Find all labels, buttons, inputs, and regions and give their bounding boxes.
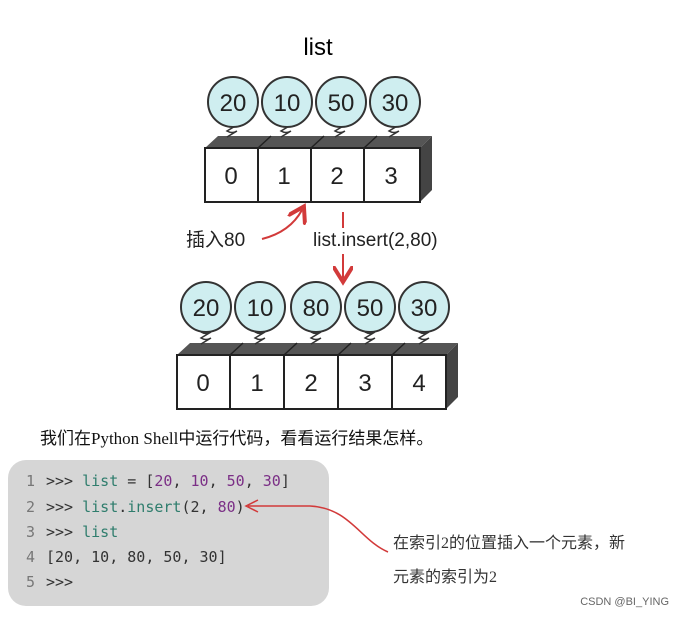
balloon-value: 10 [274, 90, 301, 117]
balloon [207, 76, 259, 128]
code-line: 5>>> [26, 573, 74, 591]
balloon [234, 281, 286, 333]
balloon [180, 281, 232, 333]
index-label: 3 [384, 163, 397, 190]
balloon [315, 76, 367, 128]
index-label: 2 [330, 163, 343, 190]
note-line-1: 在索引2的位置插入一个元素，新 [393, 535, 626, 552]
balloon-value: 50 [328, 90, 355, 117]
caption-text: 我们在Python Shell中运行代码，看看运行结果怎样。 [40, 429, 434, 448]
bottom-list: 20 10 80 50 30 0 1 2 3 4 [176, 281, 458, 410]
index-label: 1 [277, 163, 290, 190]
watermark: CSDN @BI_YING [580, 596, 669, 608]
diagram-title: list [303, 34, 333, 61]
index-label: 4 [412, 370, 425, 397]
balloon [261, 76, 313, 128]
code-line: 1>>> list = [20, 10, 50, 30] [26, 472, 290, 490]
code-line: 2>>> list.insert(2, 80) [26, 498, 245, 516]
method-label: list.insert(2,80) [313, 230, 438, 251]
balloon-value: 20 [220, 90, 247, 117]
balloon [398, 281, 450, 333]
index-label: 0 [196, 370, 209, 397]
code-block: 1>>> list = [20, 10, 50, 30] 2>>> list.i… [8, 460, 329, 606]
index-label: 2 [304, 370, 317, 397]
list-insert-diagram: list 20 10 50 30 0 [176, 34, 458, 410]
balloon [290, 281, 342, 333]
index-label: 0 [224, 163, 237, 190]
index-label: 3 [358, 370, 371, 397]
balloon-value: 50 [357, 295, 384, 322]
code-line: 4[20, 10, 80, 50, 30] [26, 548, 227, 566]
note-line-2: 元素的索引为2 [393, 569, 498, 586]
balloon-value: 30 [382, 90, 409, 117]
insert-label: 插入80 [186, 229, 245, 251]
insert-arrow [261, 210, 302, 240]
balloon-value: 80 [303, 295, 330, 322]
code-line: 3>>> list [26, 523, 119, 541]
balloon-value: 30 [411, 295, 438, 322]
balloon-value: 20 [193, 295, 220, 322]
top-list: 20 10 50 30 0 1 2 3 [204, 76, 432, 203]
balloon [369, 76, 421, 128]
index-label: 1 [250, 370, 263, 397]
balloon [344, 281, 396, 333]
balloon-value: 10 [247, 295, 274, 322]
